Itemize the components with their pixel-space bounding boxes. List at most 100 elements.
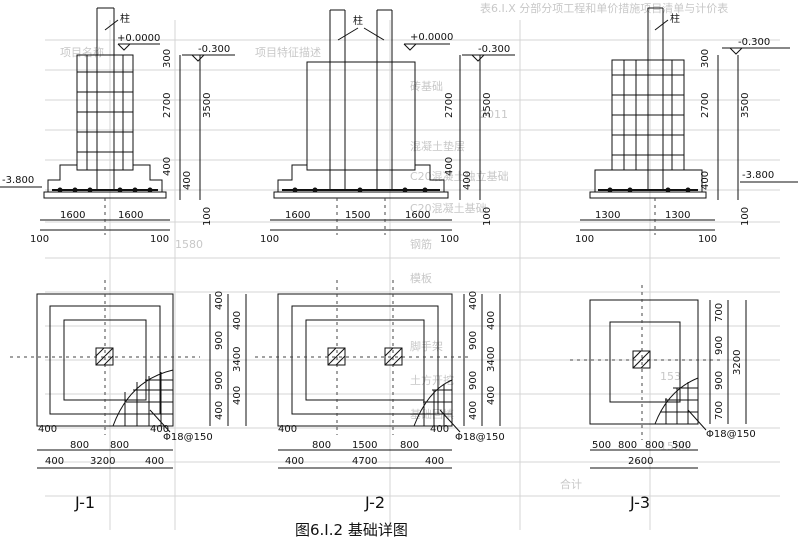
dim-label: 400 [45, 456, 64, 467]
watermark-text: 1580 [175, 238, 203, 251]
dim-label: 1600 [118, 210, 143, 221]
dim-label: 900 [468, 371, 479, 390]
dim-label: 400 [182, 171, 193, 190]
watermark-text: 153 [660, 370, 681, 383]
dim-label: 900 [714, 371, 725, 390]
watermark-text: C20混凝土独立基础 [410, 169, 509, 183]
watermark-text: 土方开挖 [410, 373, 454, 387]
dim-label: 100 [698, 234, 717, 245]
dim-label: 800 [110, 440, 129, 451]
level-zero-label: +0.0000 [410, 32, 453, 43]
dim-label: 400 [214, 401, 225, 420]
dim-label: 3500 [740, 93, 751, 118]
j2-section: 柱 +0.0000 -0.300 2700 3500 400 400 100 1… [260, 9, 515, 245]
dim-label: 2600 [628, 456, 653, 467]
dim-label: 400 [430, 424, 449, 435]
dim-label: 300 [700, 49, 711, 68]
dim-label: 2700 [162, 93, 173, 118]
dim-label: 1600 [285, 210, 310, 221]
dim-label: 400 [278, 424, 297, 435]
dim-label: 3400 [232, 347, 243, 372]
dim-label: 400 [700, 171, 711, 190]
j3-name: J-3 [629, 493, 650, 512]
dim-label: 3500 [482, 93, 493, 118]
j1-name: J-1 [74, 493, 95, 512]
level-minus-3-800-label: -3.800 [2, 175, 34, 186]
dim-label: 100 [740, 207, 751, 226]
dim-label: 400 [486, 311, 497, 330]
dim-label: 400 [38, 424, 57, 435]
dim-label: 1500 [345, 210, 370, 221]
dim-label: 900 [468, 331, 479, 350]
dim-label: 1500 [352, 440, 377, 451]
dim-label: 400 [486, 386, 497, 405]
dim-label: 100 [575, 234, 594, 245]
dim-label: 300 [162, 49, 173, 68]
column-label: 柱 [120, 12, 130, 25]
dim-label: 400 [232, 386, 243, 405]
dim-label: 400 [232, 311, 243, 330]
rebar-label: Φ18@150 [706, 429, 756, 440]
dim-label: 700 [714, 303, 725, 322]
dim-label: 400 [462, 171, 473, 190]
dim-label: 900 [214, 331, 225, 350]
dim-label: 900 [214, 371, 225, 390]
dim-label: 800 [645, 440, 664, 451]
dim-label: 400 [468, 401, 479, 420]
j1-plan: Φ18@150 400 400 900 900 400 400 3400 400… [10, 280, 247, 469]
dim-label: 4700 [352, 456, 377, 467]
dim-label: 100 [482, 207, 493, 226]
figure-caption: 图6.I.2 基础详图 [295, 521, 408, 539]
dim-label: 1300 [665, 210, 690, 221]
dim-label: 500 [592, 440, 611, 451]
level-minus-0-300-label: -0.300 [198, 44, 230, 55]
dim-label: 2700 [700, 93, 711, 118]
watermark-text: 模板 [410, 271, 432, 285]
dim-label: 3400 [486, 347, 497, 372]
watermark-text: 表6.I.X 分部分项工程和单价措施项目清单与计价表 [480, 1, 728, 15]
watermark-text: 2011 [480, 108, 508, 121]
column-label: 柱 [670, 12, 680, 25]
dim-label: 800 [400, 440, 419, 451]
dim-label: 400 [425, 456, 444, 467]
dim-label: 100 [440, 234, 459, 245]
dim-label: 500 [672, 440, 691, 451]
watermark-text: 钢筋 [410, 237, 432, 251]
dim-label: 400 [468, 291, 479, 310]
dim-label: 3500 [202, 93, 213, 118]
watermark-text: 合计 [560, 477, 582, 491]
column-label: 柱 [353, 14, 363, 27]
dim-label: 100 [260, 234, 279, 245]
dim-label: 700 [714, 401, 725, 420]
watermark-text: C20混凝土基础 [410, 201, 487, 215]
dim-label: 800 [618, 440, 637, 451]
dim-label: 3200 [732, 350, 743, 375]
level-zero-label: +0.0000 [117, 33, 160, 44]
level-minus-3-800-label: -3.800 [742, 170, 774, 181]
dim-label: 1300 [595, 210, 620, 221]
dim-label: 1600 [60, 210, 85, 221]
dim-label: 800 [70, 440, 89, 451]
dim-label: 400 [145, 456, 164, 467]
j3-section: 柱 -0.300 -3.800 300 2700 3500 400 100 13… [575, 7, 798, 245]
dim-label: 3200 [90, 456, 115, 467]
dim-label: 400 [285, 456, 304, 467]
dim-label: 100 [30, 234, 49, 245]
dim-label: 100 [150, 234, 169, 245]
watermark-text: 砖基础 [410, 79, 443, 93]
level-minus-0-300-label: -0.300 [738, 37, 770, 48]
rebar-label: Φ18@150 [163, 432, 213, 443]
j3-plan: Φ18@150 700 900 900 700 3200 500 800 800… [570, 285, 756, 469]
dim-label: 900 [714, 336, 725, 355]
dim-label: 400 [444, 157, 455, 176]
watermark-text: 混凝土垫层 [410, 139, 465, 153]
watermark-text: 脚手架 [410, 339, 443, 353]
j2-name: J-2 [364, 493, 385, 512]
dim-label: 1600 [405, 210, 430, 221]
dim-label: 2700 [444, 93, 455, 118]
j2-plan: Φ18@150 400 400 900 900 400 400 3400 400… [255, 280, 505, 469]
dim-label: 400 [162, 157, 173, 176]
watermark-text: 项目特征描述 [255, 45, 321, 59]
